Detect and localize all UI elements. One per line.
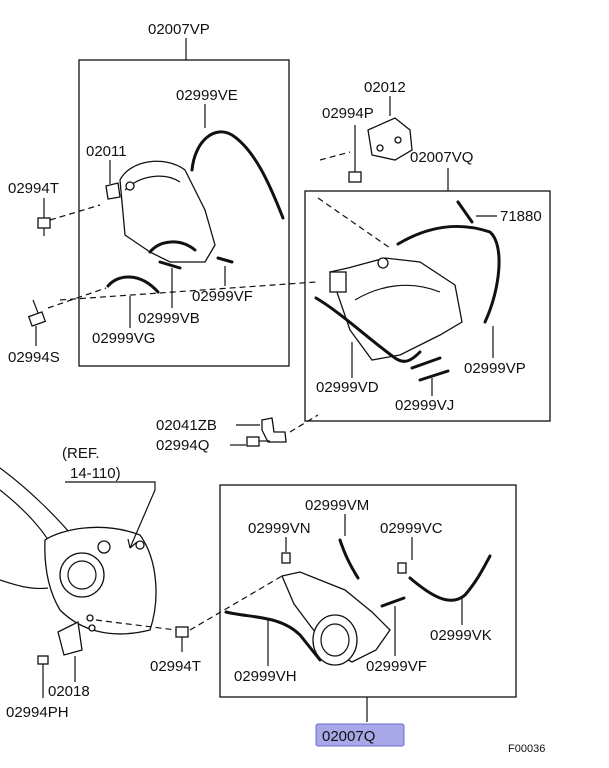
- label-ref-line2: 14-110): [70, 465, 121, 482]
- seal-vm: [338, 538, 360, 580]
- label-02994p[interactable]: 02994P: [322, 105, 374, 122]
- seal-vk: [408, 554, 492, 602]
- bolt-02994t-upper: [37, 198, 51, 236]
- bolt-02994t-lower: [175, 626, 189, 652]
- label-02999vm[interactable]: 02999VM: [305, 497, 369, 514]
- label-02999vb[interactable]: 02999VB: [138, 310, 200, 327]
- seal-vn: [281, 552, 291, 564]
- label-ref-line1: (REF.: [62, 445, 100, 462]
- highlighted-part-number: [315, 723, 405, 747]
- label-02999vg[interactable]: 02999VG: [92, 330, 155, 347]
- label-02994q[interactable]: 02994Q: [156, 437, 209, 454]
- label-02994ph[interactable]: 02994PH: [6, 704, 69, 721]
- seal-vc: [397, 562, 407, 574]
- assembly-box-vp: [78, 59, 290, 367]
- cover-tab: [105, 182, 121, 200]
- label-02041zb[interactable]: 02041ZB: [156, 417, 217, 434]
- upper-timing-cover: [119, 160, 216, 263]
- label-02999vp[interactable]: 02999VP: [464, 360, 526, 377]
- seal-vh: [224, 610, 322, 662]
- label-02012[interactable]: 02012: [364, 79, 406, 96]
- label-02999ve[interactable]: 02999VE: [176, 87, 238, 104]
- label-02007vq[interactable]: 02007VQ: [410, 149, 473, 166]
- label-02999vk[interactable]: 02999VK: [430, 627, 492, 644]
- seal-vf-lower: [380, 596, 406, 608]
- label-02999vc[interactable]: 02999VC: [380, 520, 443, 537]
- label-02999vf-upper[interactable]: 02999VF: [192, 288, 253, 305]
- bolt-02994s: [27, 299, 47, 327]
- bracket-02012: [367, 117, 413, 161]
- bracket-02041zb: [261, 417, 287, 443]
- assembly-box-vq: [304, 190, 551, 422]
- bracket-02018: [57, 621, 83, 656]
- bolt-02994p: [348, 125, 362, 183]
- seal-vj: [410, 356, 442, 370]
- clip-71880: [456, 200, 474, 224]
- label-02007vp[interactable]: 02007VP: [148, 21, 210, 38]
- seal-vp: [396, 224, 501, 324]
- label-02994s[interactable]: 02994S: [8, 349, 60, 366]
- seal-vd: [314, 296, 422, 363]
- seal-vg: [106, 275, 160, 294]
- label-71880[interactable]: 71880: [500, 208, 542, 225]
- seal-ve: [190, 130, 285, 220]
- label-02999vj[interactable]: 02999VJ: [395, 397, 454, 414]
- seal-vb: [148, 240, 197, 254]
- label-02999vd[interactable]: 02999VD: [316, 379, 379, 396]
- label-02999vh[interactable]: 02999VH: [234, 668, 297, 685]
- bolt-02994ph: [37, 655, 49, 698]
- assembly-box-q: [219, 484, 517, 698]
- middle-timing-cover: [329, 257, 463, 361]
- figure-code: F00036: [508, 743, 545, 755]
- label-02999vn[interactable]: 02999VN: [248, 520, 311, 537]
- seal-vf-upper: [216, 256, 234, 264]
- label-02007q[interactable]: 02007Q: [322, 728, 375, 745]
- label-02994t-lower[interactable]: 02994T: [150, 658, 201, 675]
- bolt-02994q: [246, 436, 270, 447]
- label-02018[interactable]: 02018: [48, 683, 90, 700]
- engine-block-reference: [0, 467, 157, 635]
- label-02994t-upper[interactable]: 02994T: [8, 180, 59, 197]
- label-02999vf-lower[interactable]: 02999VF: [366, 658, 427, 675]
- label-02011[interactable]: 02011: [86, 143, 127, 160]
